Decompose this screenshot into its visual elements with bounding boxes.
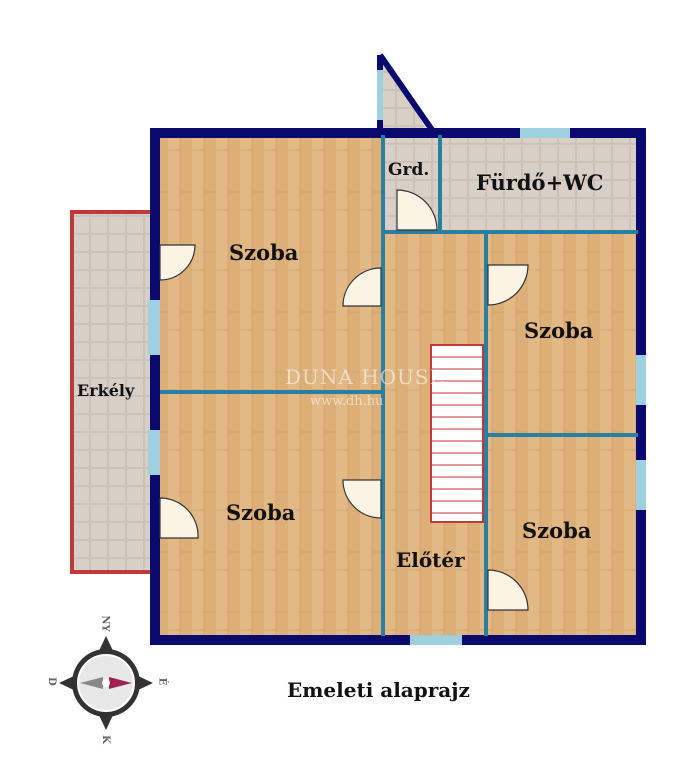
staircase <box>430 344 484 523</box>
room-label-hallway: Előtér <box>396 548 465 572</box>
bathroom-floor <box>440 135 638 232</box>
doors <box>159 189 529 611</box>
compass-label-top: NY <box>99 615 111 632</box>
inner-walls <box>160 135 638 636</box>
room-label-szoba: Szoba <box>522 518 592 543</box>
compass-label-bottom: K <box>99 735 111 744</box>
room-label-balcony: Erkély <box>77 381 135 400</box>
room-label-szoba: Szoba <box>226 500 296 525</box>
room-label-szoba: Szoba <box>229 240 299 265</box>
room-label-bathroom: Fürdő+WC <box>476 170 604 195</box>
watermark-url: www.dh.hu <box>310 394 384 409</box>
plan-caption: Emeleti alaprajz <box>287 678 470 702</box>
closet-floor <box>383 58 440 232</box>
watermark-brand: DUNA HOUSE <box>285 365 446 389</box>
room-label-szoba: Szoba <box>524 318 594 343</box>
balcony <box>70 210 154 574</box>
room-label-closet: Grd. <box>388 160 430 180</box>
windows <box>148 70 646 645</box>
compass-label-left: D <box>45 677 57 686</box>
compass-label-right: É <box>156 677 168 686</box>
compass-icon <box>59 636 153 730</box>
